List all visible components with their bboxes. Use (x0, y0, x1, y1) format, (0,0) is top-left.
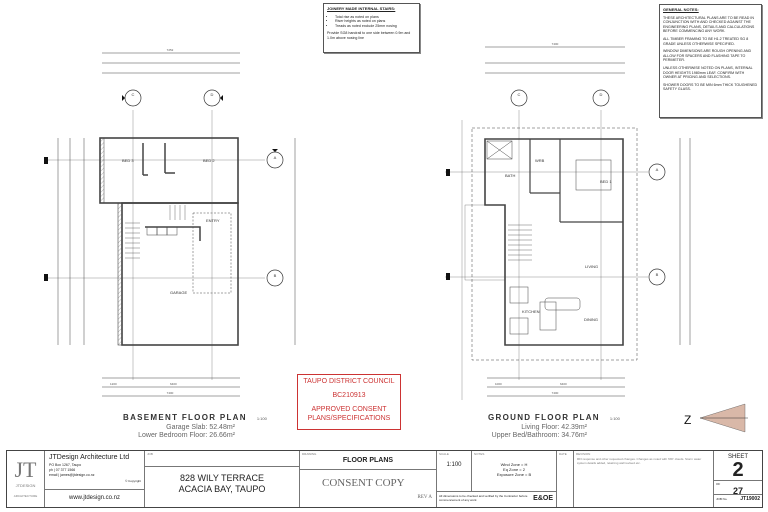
job-number: JT19002 (740, 496, 760, 502)
general-note: ALL TIMBER FRAMING TO BE H1.2 TREATED SG… (663, 36, 749, 46)
svg-text:1200: 1200 (110, 382, 117, 386)
svg-text:A: A (656, 167, 659, 172)
section-marker-b-basement: B (266, 269, 284, 287)
website-link[interactable]: www.jtdesign.co.nz (45, 489, 144, 501)
general-note: SHOWER DOORS TO BE MIN 6mm THICK TOUGHEN… (663, 82, 758, 92)
svg-text:D: D (600, 92, 603, 97)
section-marker-b-ground: B (648, 268, 666, 286)
room-garage: GARAGE (170, 290, 187, 295)
room-wrb: WRB (535, 158, 545, 163)
general-notes-box: GENERAL NOTES: THESE ARCHITECTURAL PLANS… (659, 4, 762, 118)
svg-text:7400: 7400 (552, 42, 559, 46)
svg-text:C: C (518, 92, 521, 97)
copyright: © Copyright (125, 479, 141, 483)
basement-bedroom-wing (99, 137, 239, 204)
basement-garage (121, 202, 239, 346)
general-notes-title: GENERAL NOTES: (663, 7, 699, 12)
disclaimer: All dimensions to be checked and verifie… (437, 491, 557, 507)
joinery-note: Total rise as noted on plans (335, 15, 416, 20)
joinery-notes-footer: Provide SG8 handrail to one side between… (327, 31, 411, 40)
sheet-number: 2 (732, 459, 744, 481)
zone-notes: NOTES Wind Zone = H Eq Zone = 2 Exposure… (472, 451, 557, 491)
svg-text:1000: 1000 (495, 382, 502, 386)
section-marker-d-basement: D (203, 89, 223, 107)
room-entry: ENTRY (206, 218, 220, 223)
svg-text:7252: 7252 (167, 48, 174, 52)
general-note: THESE ARCHITECTURAL PLANS ARE TO BE READ… (663, 15, 755, 34)
ground-walls (484, 138, 624, 346)
general-note: WINDOW DIMENSIONS ARE ROUGH OPENING AND … (663, 49, 752, 63)
section-marker-a-basement: A (266, 149, 284, 169)
title-block: JT JTDESIGN ARCHITECTURE JTDesign Archit… (6, 450, 763, 508)
council-approval-stamp: TAUPO DISTRICT COUNCIL BC210913 APPROVED… (297, 374, 401, 430)
ground-roofline (471, 127, 638, 361)
revision-notes: REVISION RFI response and other requeste… (574, 451, 714, 507)
scale-cell: SCALE 1:100 (437, 451, 472, 491)
svg-text:6400: 6400 (170, 382, 177, 386)
joinery-note: Treads as noted exclude 25mm nosing (335, 24, 416, 29)
joinery-notes-title: JOINERY MADE INTERNAL STAIRS: (327, 6, 396, 11)
svg-text:7400: 7400 (552, 391, 559, 395)
section-marker-d-ground: D (592, 89, 610, 107)
svg-text:B: B (656, 272, 659, 277)
room-bed-3: BED 3 (122, 158, 134, 163)
room-bath: BATH (505, 173, 515, 178)
consent-copy-label: CONSENT COPY (322, 477, 405, 489)
joinery-notes-box: JOINERY MADE INTERNAL STAIRS: Total rise… (323, 3, 420, 53)
room-dining: DINING (584, 317, 598, 322)
svg-text:B: B (274, 273, 277, 278)
north-arrow-icon: Z (684, 403, 748, 433)
date-label: DATE (559, 452, 567, 456)
svg-text:Z: Z (684, 413, 691, 427)
svg-text:7400: 7400 (167, 391, 174, 395)
general-note: UNLESS OTHERWISE NOTED ON PLANS, INTERNA… (663, 65, 753, 80)
sheet-info: SHEET 2 OF 27 JOB No. JT19002 (714, 454, 762, 502)
svg-text:6400: 6400 (560, 382, 567, 386)
company-name: JTDesign Architecture Ltd (49, 454, 130, 461)
drawing-title: DRAWING FLOOR PLANS CONSENT COPY REV A (300, 451, 437, 507)
room-living: LIVING (585, 264, 598, 269)
section-marker-a-ground: A (648, 163, 666, 181)
logo: JT JTDESIGN ARCHITECTURE (7, 451, 45, 507)
joinery-note: Riser heights as noted on plans (335, 19, 416, 24)
revision-label: REV A (417, 495, 433, 500)
section-marker-c-ground: C (510, 89, 528, 107)
section-marker-c-basement: C (122, 89, 142, 107)
room-bed-1: BED 1 (600, 179, 612, 184)
svg-text:D: D (211, 92, 214, 97)
room-bed-2: BED 2 (203, 158, 215, 163)
svg-text:C: C (132, 92, 135, 97)
room-kitchen: KITCHEN (522, 309, 540, 314)
svg-text:A: A (274, 155, 277, 160)
